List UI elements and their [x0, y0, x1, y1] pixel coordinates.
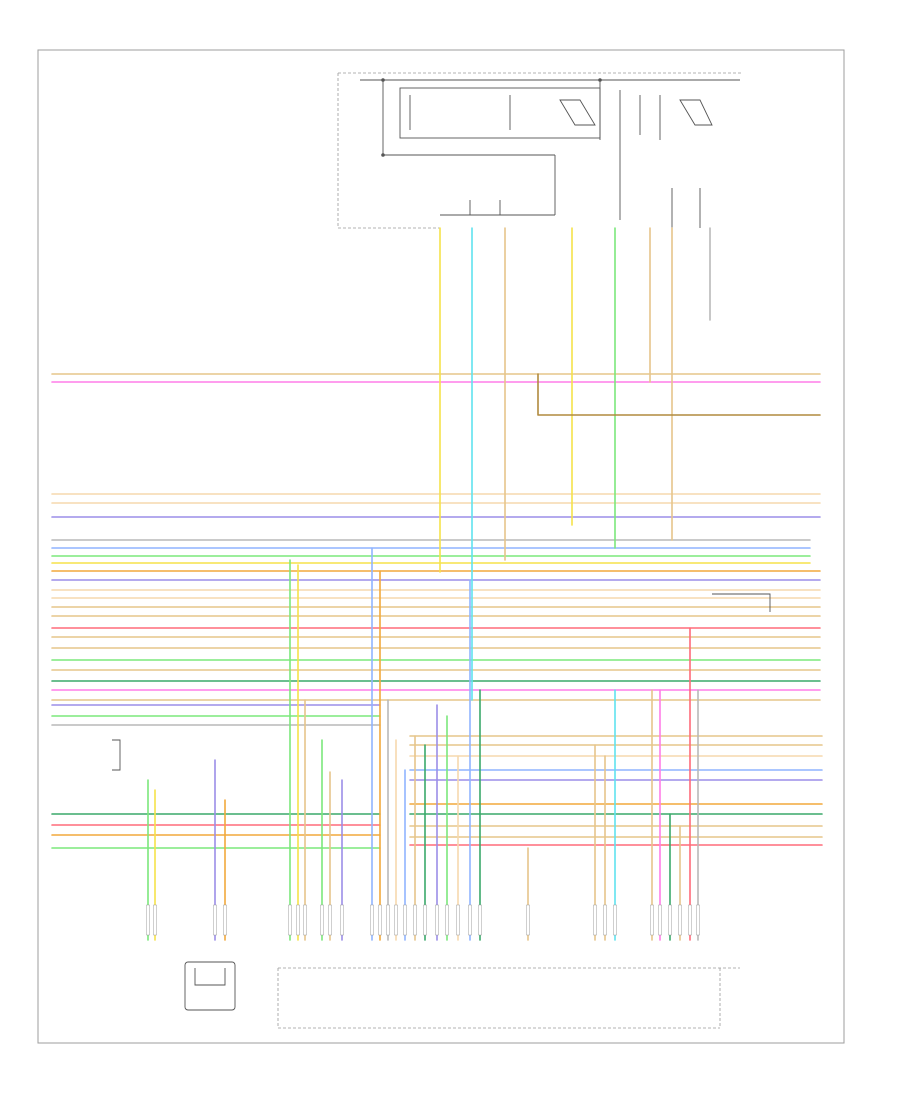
ecm-pin-4: [223, 904, 227, 936]
ecm-connector-block: [277, 967, 740, 1029]
ecm-pin-22: [478, 904, 482, 936]
ecm-pin-14: [394, 904, 398, 936]
ecm-pin-12: [378, 904, 382, 936]
component-bracket: [112, 739, 121, 771]
connector-pins: [146, 904, 700, 936]
ecm-pin-3: [213, 904, 217, 936]
ecm-pin-8: [320, 904, 324, 936]
relay-1-contact: [559, 99, 596, 126]
ecm-pin-10: [340, 904, 344, 936]
ecm-pin-15: [403, 904, 407, 936]
ecm-pin-6: [296, 904, 300, 936]
sensor-component-left: [184, 961, 236, 1011]
ecm-pin-30: [678, 904, 682, 936]
ecm-pin-2: [153, 904, 157, 936]
splice-3: [381, 153, 385, 157]
pdc-bottom-bar: [383, 154, 556, 216]
ecm-pin-18: [435, 904, 439, 936]
ecm-pin-29: [668, 904, 672, 936]
ecm-pin-23: [526, 904, 530, 936]
connector-right-label-box: [712, 593, 771, 612]
ecm-pin-11: [370, 904, 374, 936]
fuse-b: [671, 188, 701, 228]
ecm-pin-19: [445, 904, 449, 936]
ecm-pin-16: [413, 904, 417, 936]
relay-box-1: [399, 87, 601, 139]
ecm-pin-32: [696, 904, 700, 936]
ecm-pin-9: [328, 904, 332, 936]
diagram-frame: [37, 49, 845, 1044]
wire-layer: [51, 227, 823, 941]
sensor-body: [184, 961, 236, 1011]
ecm-pin-25: [603, 904, 607, 936]
splice-2: [598, 78, 602, 82]
fuse-a: [469, 200, 501, 215]
ecm-pin-26: [613, 904, 617, 936]
drop-wire-brown: [537, 373, 821, 416]
ecm-pin-21: [468, 904, 472, 936]
connector-right-bracket: [712, 593, 771, 612]
ecm-pin-7: [303, 904, 307, 936]
ecm-pin-17: [423, 904, 427, 936]
ecm-pin-5: [288, 904, 292, 936]
ecm-pin-1: [146, 904, 150, 936]
relay-2-contact: [679, 99, 713, 126]
ecm-pin-20: [456, 904, 460, 936]
ecm-pin-24: [593, 904, 597, 936]
splice-1: [381, 78, 385, 82]
ecm-pin-13: [386, 904, 390, 936]
component-mid-left: [112, 739, 121, 771]
ecm-pin-31: [688, 904, 692, 936]
relay-2-wire: [619, 90, 661, 220]
ecm-pin-27: [650, 904, 654, 936]
sensor-inner: [194, 968, 226, 986]
power-distribution-block: [337, 72, 742, 229]
relay-1-coil: [409, 95, 511, 130]
ecm-pin-28: [658, 904, 662, 936]
